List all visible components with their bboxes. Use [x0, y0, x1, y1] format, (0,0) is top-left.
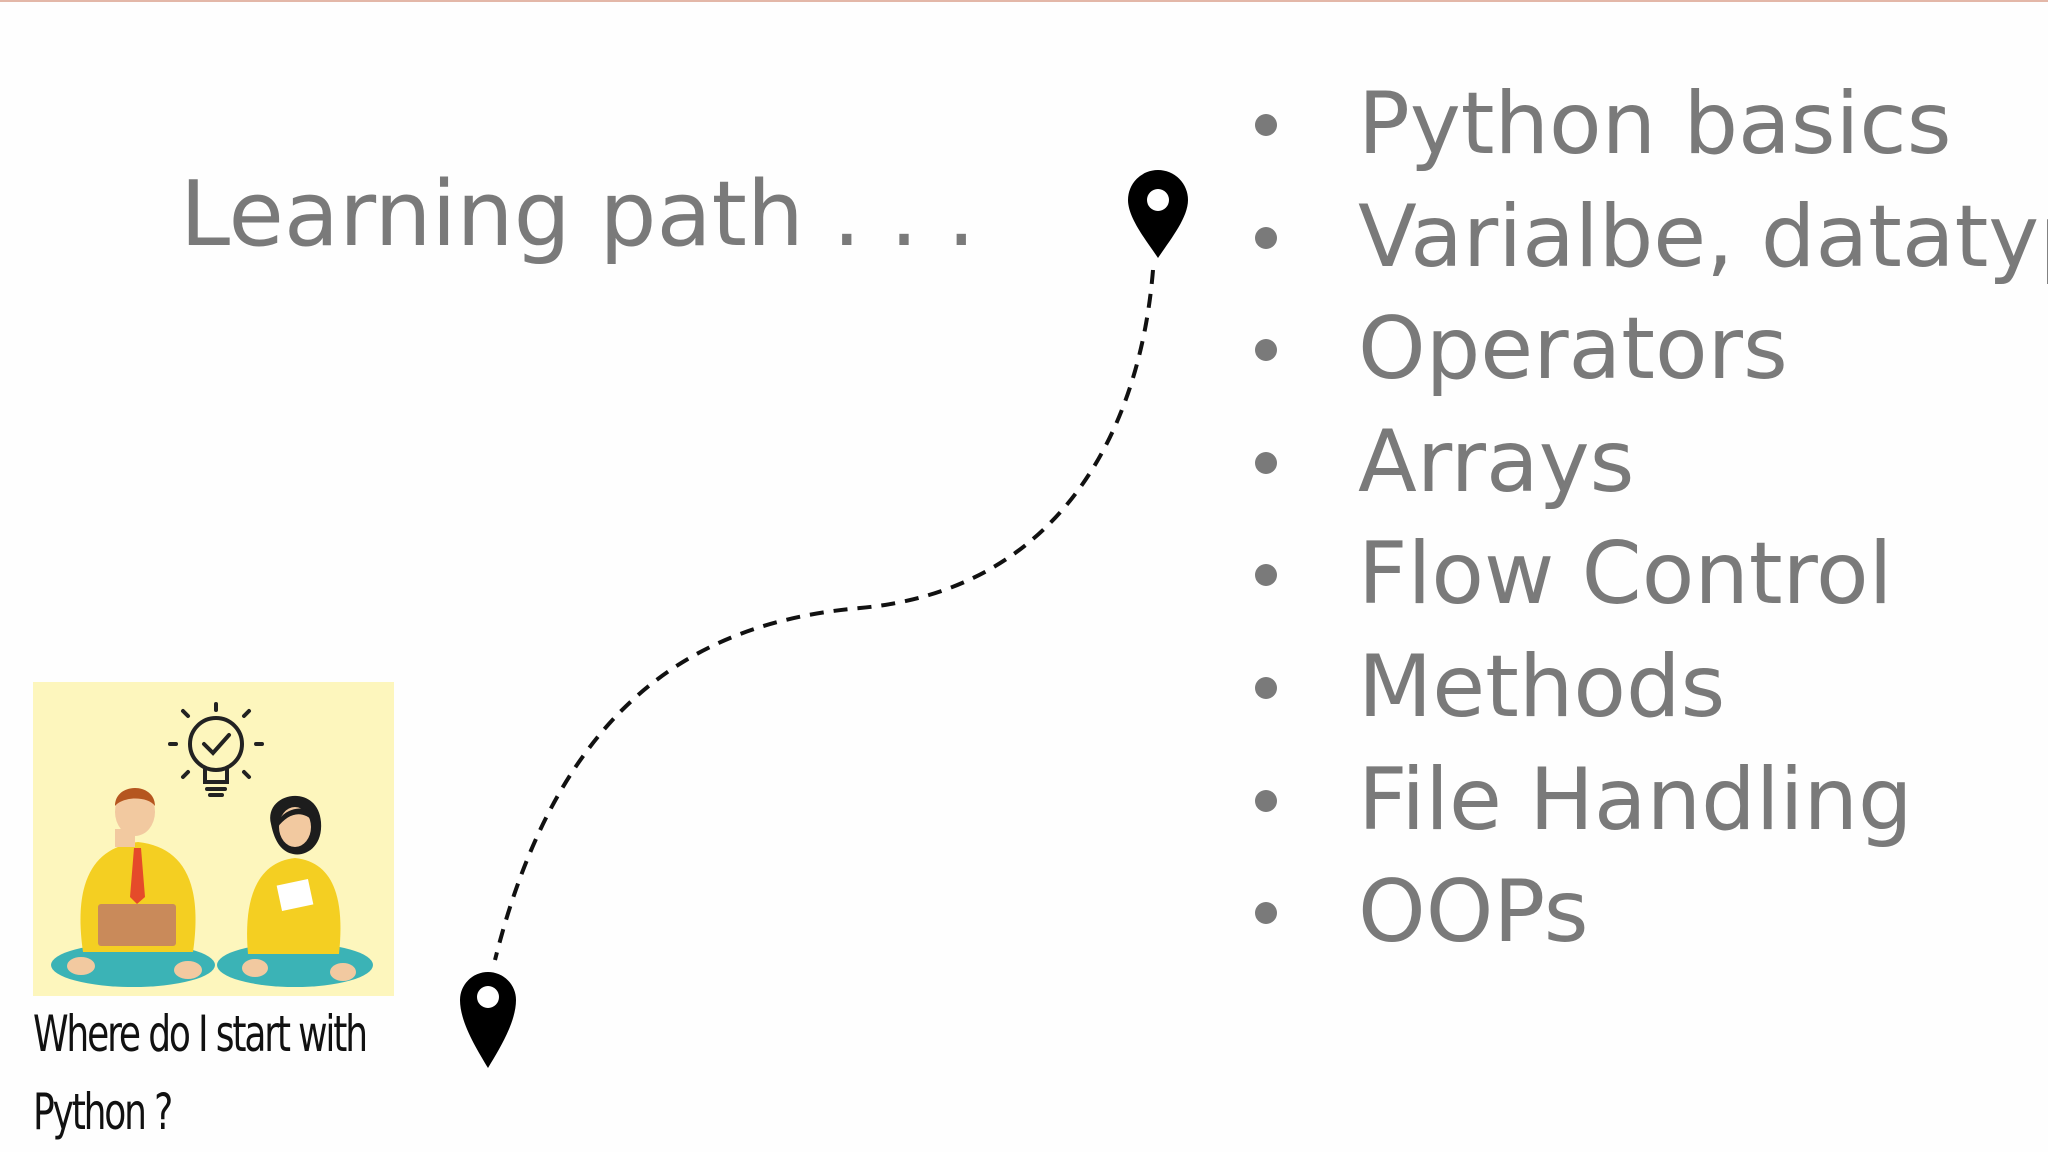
top-border — [0, 0, 2048, 2]
slide-title: Learning path . . . — [180, 162, 976, 267]
bullet-icon — [1255, 226, 1277, 249]
learners-drawing — [51, 702, 373, 987]
list-item: Varialbe, datatypes — [1255, 181, 2048, 294]
list-item: Operators — [1255, 293, 2048, 406]
topic-list: Python basics Varialbe, datatypes Operat… — [1255, 68, 2048, 969]
map-pin-icon — [1128, 170, 1188, 258]
bullet-icon — [1255, 451, 1277, 474]
bullet-icon — [1255, 676, 1277, 699]
list-item: Arrays — [1255, 406, 2048, 519]
list-item: Flow Control — [1255, 518, 2048, 631]
list-item: Python basics — [1255, 68, 2048, 181]
lightbulb-check-icon — [168, 702, 264, 797]
dashed-route-line — [493, 269, 1155, 961]
bullet-icon — [1255, 902, 1277, 925]
learners-illustration — [33, 682, 394, 996]
bullet-icon — [1255, 339, 1277, 362]
bullet-icon — [1255, 114, 1277, 136]
list-item: File Handling — [1255, 744, 2048, 857]
bullet-icon — [1255, 789, 1277, 812]
map-pin-icon — [460, 972, 516, 1068]
list-item: Methods — [1255, 631, 2048, 744]
list-item: OOPs — [1255, 856, 2048, 969]
illustration-caption: Where do I start with Python ? — [33, 995, 407, 1151]
caption-line-1: Where do I start with — [33, 1005, 368, 1063]
man-figure — [51, 788, 215, 987]
bullet-icon — [1255, 564, 1277, 587]
woman-figure — [217, 795, 373, 987]
caption-line-2: Python ? — [33, 1083, 173, 1141]
